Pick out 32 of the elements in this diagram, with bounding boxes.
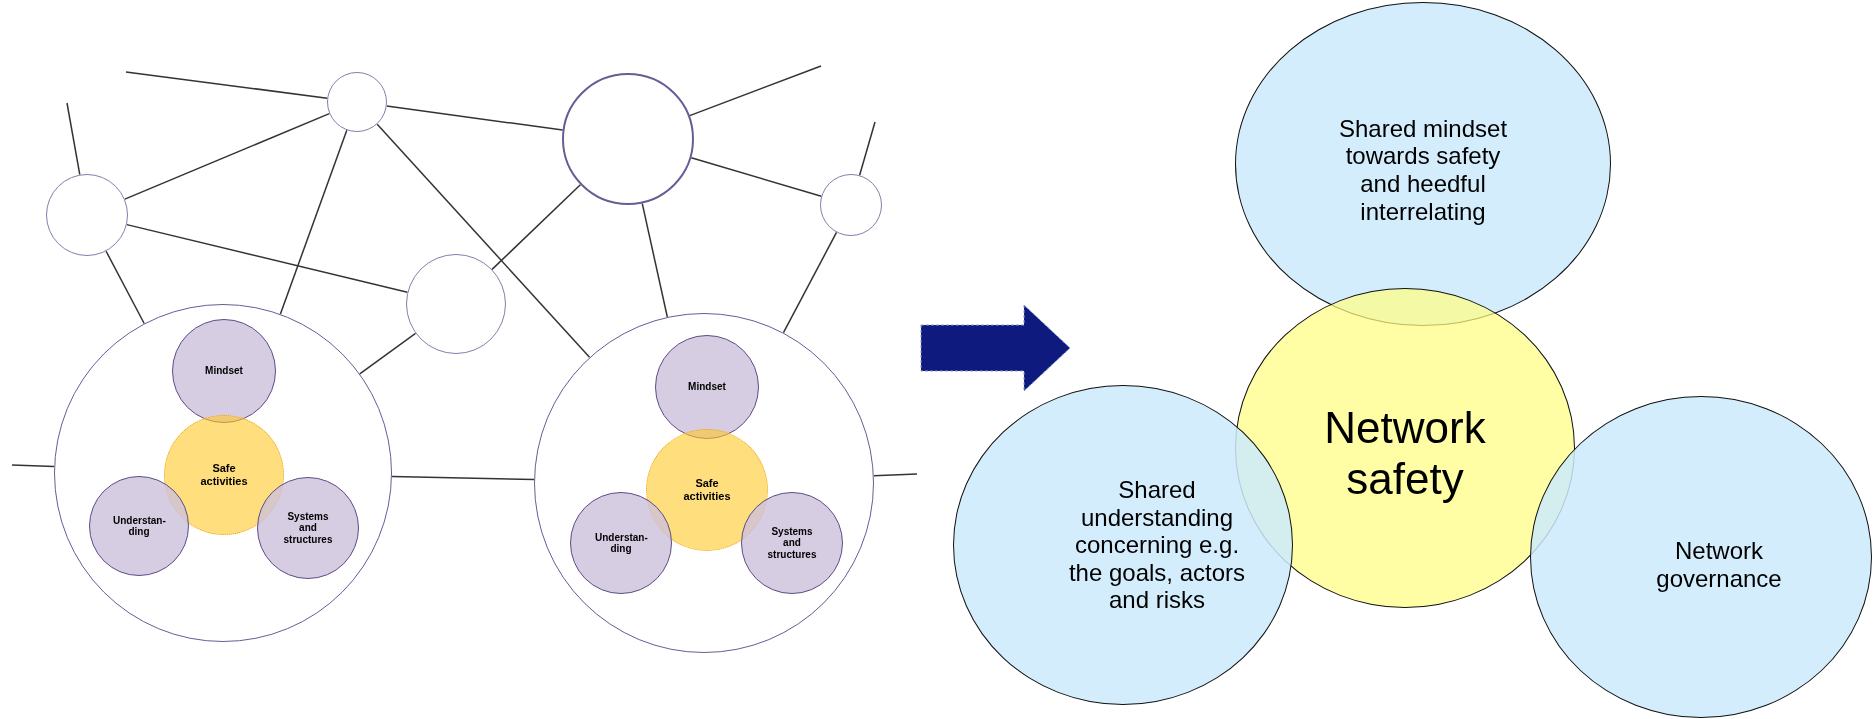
- circle-label: Mindset: [205, 365, 243, 377]
- circle-label: Shared understanding concerning e.g. the goals, actors and risks: [1067, 476, 1247, 614]
- connector-line: [858, 121, 876, 176]
- circle-label: Network safety: [1323, 403, 1487, 505]
- connector-line: [66, 102, 81, 176]
- circle-label: Mindset: [688, 381, 726, 393]
- connector-line: [391, 475, 535, 481]
- connector-line: [385, 105, 564, 131]
- network-circle: [327, 72, 387, 132]
- connector-line: [641, 202, 669, 318]
- circle-label: Understan-ding: [595, 531, 647, 555]
- circle-label: Network governance: [1655, 537, 1783, 593]
- connector-line: [376, 123, 591, 359]
- circle-label: Understan-ding: [113, 514, 165, 538]
- connector-line: [491, 183, 582, 271]
- block-arrow: [920, 304, 1071, 392]
- circle-label: Safe activities: [199, 462, 249, 488]
- circle-label: Systems and structures: [282, 510, 334, 546]
- connector-line: [11, 464, 55, 468]
- connector-line: [124, 112, 331, 200]
- connector-line: [126, 223, 409, 294]
- connector-line: [782, 231, 838, 334]
- connector-line: [125, 71, 328, 99]
- connector-line: [690, 157, 823, 197]
- circle-label: Shared mindset towards safety and heedful interrelating: [1337, 114, 1509, 226]
- connector-line: [689, 65, 822, 117]
- connector-line: [105, 250, 145, 325]
- connector-line: [279, 129, 348, 315]
- circle-label: Systems and structures: [766, 525, 818, 561]
- connector-line: [359, 332, 417, 375]
- circle-label: Safe activities: [682, 477, 732, 503]
- connector-line: [873, 473, 918, 477]
